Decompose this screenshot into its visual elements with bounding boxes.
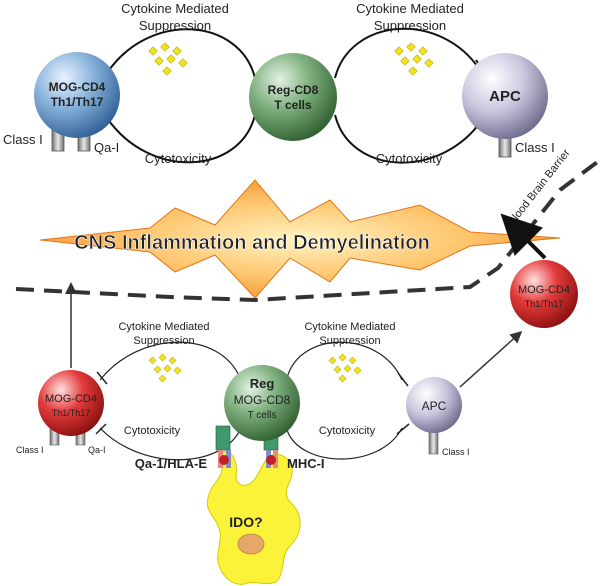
bottom-apc-cell	[406, 377, 462, 433]
top-right-suppression-arc	[334, 27, 481, 79]
bottom-left-cytotoxicity-arc	[99, 427, 241, 461]
top-right-cytotoxicity-arc	[334, 114, 483, 164]
qa1-hla-e-label: Qa-1/HLA-E	[135, 456, 208, 471]
top-center-cell-line1: Reg-CD8	[268, 83, 319, 97]
dendritic-cell	[206, 450, 301, 585]
bottom-panel: IDO? MOG-CD4 Th1/Th17 Reg MOG-CD8 T cell…	[16, 260, 578, 585]
mhc-i-label: MHC-I	[287, 456, 325, 471]
bottom-center-cell-line2: MOG-CD8	[234, 393, 291, 407]
top-left-suppression-arc	[106, 28, 256, 79]
peptide-left	[219, 455, 229, 465]
top-apc-class-i-label: Class I	[515, 140, 555, 155]
bottom-mog-cd4-cell	[38, 370, 104, 436]
bottom-center-cell-line3: T cells	[248, 410, 277, 421]
bottom-right-cytotoxicity-arc	[286, 427, 403, 460]
qa1-receptor-pair	[215, 425, 231, 468]
barrier-dashed-line	[15, 158, 602, 303]
bottom-right-suppression-label-1: Cytokine Mediated	[304, 321, 395, 333]
bottom-left-cytotoxicity-label: Cytotoxicity	[124, 425, 181, 437]
top-left-cytokines	[148, 42, 188, 76]
top-right-cytotoxicity-label: Cytotoxicity	[376, 151, 443, 166]
bottom-right-cytotoxicity-label: Cytotoxicity	[319, 425, 376, 437]
bottom-right-inhibit-bar	[397, 372, 409, 387]
bottom-right-cell-line1: APC	[422, 399, 447, 413]
bottom-right-inhibit-bar-2	[396, 423, 410, 435]
inflammation-banner: CNS Inflammation and Demyelination	[39, 179, 561, 299]
top-right-suppression-label-2: Suppression	[374, 18, 446, 33]
top-center-cell-line2: T cells	[274, 98, 312, 112]
bottom-apc-class-i-label: Class I	[442, 447, 470, 457]
top-right-cytokines	[394, 42, 434, 76]
top-reg-cd8-cell	[249, 53, 337, 141]
dendritic-nucleus	[237, 533, 265, 555]
bottom-class-i-label: Class I	[16, 445, 44, 455]
top-qa-i-label: Qa-I	[94, 140, 119, 155]
migrating-cell-line2: Th1/Th17	[525, 299, 564, 309]
bottom-left-cytokines	[148, 353, 182, 383]
top-left-cell-line1: MOG-CD4	[49, 80, 106, 94]
bottom-qa-i-label: Qa-I	[88, 445, 106, 455]
starburst-shape	[39, 179, 561, 299]
bottom-left-suppression-arc	[99, 341, 241, 381]
bottom-left-inhibit-bar	[96, 371, 108, 385]
bottom-center-cell-line1: Reg	[250, 376, 275, 391]
migrating-cell-line1: MOG-CD4	[518, 284, 570, 296]
top-left-cytotoxicity-label: Cytotoxicity	[145, 151, 212, 166]
top-class-i-label: Class I	[3, 132, 43, 147]
top-left-cytotoxicity-arc	[106, 114, 256, 164]
top-right-cell-line1: APC	[489, 88, 521, 105]
ido-label: IDO?	[229, 514, 262, 530]
top-mog-cd4-cell	[34, 52, 120, 138]
top-panel: MOG-CD4 Th1/Th17 Reg-CD8 T cells APC Cyt…	[3, 1, 555, 166]
bottom-apc-class-i-receptor	[428, 431, 439, 455]
tcr-left	[215, 425, 231, 451]
bottom-left-cell-line1: MOG-CD4	[45, 393, 97, 405]
top-right-suppression-label-1: Cytokine Mediated	[356, 1, 464, 16]
top-apc-cell	[462, 53, 548, 139]
migrating-mog-cd4-cell	[510, 260, 578, 328]
bottom-right-suppression-label-2: Suppression	[319, 335, 380, 347]
peptide-right	[266, 455, 276, 465]
top-left-cell-line2: Th1/Th17	[51, 95, 104, 109]
bottom-right-cytokines	[328, 353, 362, 383]
bottom-left-suppression-label-1: Cytokine Mediated	[118, 321, 209, 333]
top-left-suppression-label-1: Cytokine Mediated	[121, 1, 229, 16]
bottom-reg-mog-cd8-cell	[224, 365, 300, 441]
bottom-left-inhibit-bar-2	[95, 423, 107, 435]
apc-to-migrating-arrow	[459, 330, 523, 388]
bottom-right-suppression-arc	[286, 341, 403, 381]
banner-text: CNS Inflammation and Demyelination	[74, 232, 430, 254]
bottom-left-cell-line2: Th1/Th17	[52, 408, 91, 418]
top-left-suppression-label-2: Suppression	[139, 18, 211, 33]
bottom-left-suppression-label-2: Suppression	[133, 335, 194, 347]
crossing-arrow	[500, 213, 547, 260]
